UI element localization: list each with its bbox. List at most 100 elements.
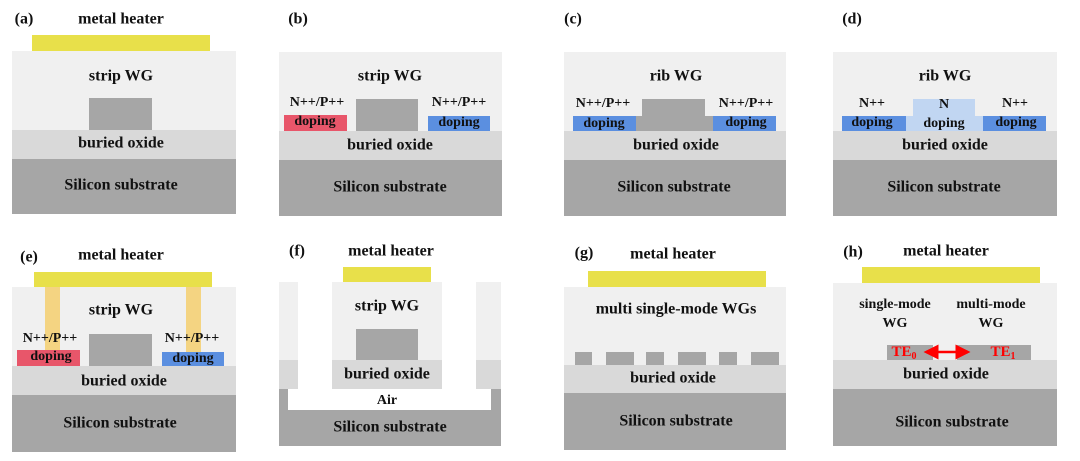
cladding-left bbox=[279, 282, 298, 360]
multi-mode-label: multi-mode bbox=[956, 297, 1025, 312]
silicon-substrate bbox=[12, 395, 236, 452]
waveguide-core bbox=[751, 352, 779, 365]
rib-core bbox=[642, 99, 705, 131]
panel-label: (e) bbox=[20, 249, 38, 266]
single-mode-wg-label: WG bbox=[883, 316, 908, 331]
metal-heater bbox=[343, 267, 431, 283]
doping-label: doping bbox=[923, 116, 964, 131]
waveguide-core bbox=[356, 329, 418, 360]
metal-heater-label: metal heater bbox=[903, 243, 989, 260]
doping-type-label: N++/P++ bbox=[432, 95, 486, 110]
panel-label: (d) bbox=[842, 11, 862, 28]
doping-label: doping bbox=[172, 351, 213, 366]
panel-h: (h) metal heater single-mode WG multi-mo… bbox=[833, 243, 1057, 446]
buried-oxide-layer bbox=[564, 365, 786, 393]
buried-oxide-layer bbox=[12, 366, 236, 395]
air-label: Air bbox=[377, 393, 397, 408]
panel-b: (b) strip WG N++/P++ doping N++/P++ dopi… bbox=[279, 11, 502, 216]
panel-e: (e) metal heater strip WG N++/P++ doping… bbox=[12, 247, 236, 452]
cladding-right bbox=[476, 282, 501, 360]
heater-via bbox=[186, 287, 201, 352]
doping-label: doping bbox=[725, 115, 766, 130]
buried-oxide-label: buried oxide bbox=[78, 135, 164, 152]
doping-type-label: N++ bbox=[1002, 96, 1028, 111]
n-doping-region bbox=[428, 116, 490, 131]
n-doping-region bbox=[162, 352, 224, 367]
buried-oxide-layer bbox=[12, 130, 236, 159]
panel-label: (h) bbox=[843, 244, 863, 261]
panel-label: (f) bbox=[289, 243, 305, 260]
metal-heater bbox=[32, 35, 210, 51]
buried-oxide-layer bbox=[564, 131, 786, 160]
panel-g: (g) metal heater multi single-mode WGs b… bbox=[564, 245, 786, 450]
doping-label: doping bbox=[294, 114, 335, 129]
panel-label: (c) bbox=[564, 11, 582, 28]
rib-wg-label: rib WG bbox=[650, 68, 703, 85]
buried-oxide-label: buried oxide bbox=[633, 137, 719, 154]
n-doping-region bbox=[573, 116, 636, 131]
silicon-substrate bbox=[564, 160, 786, 216]
panel-d: (d) rib WG N doping N++ doping N++ dopin… bbox=[833, 11, 1057, 216]
panel-a: (a) metal heater strip WG buried oxide S… bbox=[12, 11, 236, 214]
doping-type-label: N++/P++ bbox=[165, 331, 219, 346]
strip-wg-label: strip WG bbox=[355, 298, 420, 315]
p-doping-region bbox=[17, 350, 80, 366]
buried-oxide-label: buried oxide bbox=[81, 373, 167, 390]
single-mode-core bbox=[887, 345, 933, 360]
silicon-substrate bbox=[12, 159, 236, 214]
buried-oxide-label: buried oxide bbox=[347, 137, 433, 154]
buried-oxide-label: buried oxide bbox=[344, 366, 430, 383]
multi-mode-wg-label: WG bbox=[979, 316, 1004, 331]
panel-c: (c) rib WG N++/P++ doping N++/P++ doping… bbox=[564, 11, 786, 216]
air-gap bbox=[288, 389, 491, 410]
n-doping-region bbox=[713, 116, 776, 131]
n-plus-doping-region bbox=[983, 116, 1046, 131]
metal-heater-label: metal heater bbox=[78, 247, 164, 264]
buried-oxide-layer bbox=[833, 131, 1057, 160]
buried-oxide-layer bbox=[279, 131, 502, 160]
doping-type-label: N++ bbox=[859, 96, 885, 111]
substrate-label: Silicon substrate bbox=[617, 179, 730, 196]
metal-heater-label: metal heater bbox=[348, 243, 434, 260]
silicon-substrate bbox=[833, 160, 1057, 216]
te1-mode-label: TE1 bbox=[990, 344, 1015, 362]
panel-label: (b) bbox=[288, 11, 308, 28]
waveguide-core bbox=[678, 352, 706, 365]
buried-oxide-layer bbox=[833, 360, 1057, 389]
substrate-label: Silicon substrate bbox=[895, 414, 1008, 431]
multi-mode-core bbox=[957, 345, 1031, 360]
panel-f: (f) metal heater strip WG buried oxide A… bbox=[279, 243, 501, 446]
silicon-substrate bbox=[279, 160, 502, 216]
buried-oxide-left bbox=[279, 360, 298, 389]
substrate-label: Silicon substrate bbox=[63, 415, 176, 432]
waveguide-core bbox=[606, 352, 634, 365]
buried-oxide-layer bbox=[332, 360, 442, 389]
doping-label: doping bbox=[851, 115, 892, 130]
waveguide-core bbox=[89, 98, 152, 130]
waveguide-core bbox=[646, 352, 664, 365]
p-doping-region bbox=[284, 115, 347, 131]
panel-label: (a) bbox=[15, 11, 34, 28]
silicon-substrate bbox=[833, 389, 1057, 446]
doping-label: doping bbox=[30, 349, 71, 364]
n-plus-doping-region bbox=[842, 116, 906, 131]
doping-label: doping bbox=[583, 116, 624, 131]
doping-label: doping bbox=[995, 115, 1036, 130]
waveguide-core bbox=[356, 99, 418, 131]
substrate-label: Silicon substrate bbox=[619, 413, 732, 430]
doping-label: doping bbox=[438, 115, 479, 130]
doping-type-label: N++/P++ bbox=[719, 96, 773, 111]
metal-heater-label: metal heater bbox=[78, 11, 164, 28]
buried-oxide-label: buried oxide bbox=[630, 370, 716, 387]
doping-type-label: N bbox=[939, 97, 949, 112]
n-doping-rib bbox=[913, 99, 975, 131]
te0-mode-label: TE0 bbox=[891, 344, 916, 362]
substrate-label: Silicon substrate bbox=[333, 179, 446, 196]
buried-oxide-label: buried oxide bbox=[903, 366, 989, 383]
waveguide-core bbox=[575, 352, 592, 365]
strip-wg-label: strip WG bbox=[89, 302, 154, 319]
metal-heater bbox=[862, 267, 1040, 283]
buried-oxide-label: buried oxide bbox=[902, 137, 988, 154]
buried-oxide-right bbox=[476, 360, 501, 389]
strip-wg-label: strip WG bbox=[358, 68, 423, 85]
